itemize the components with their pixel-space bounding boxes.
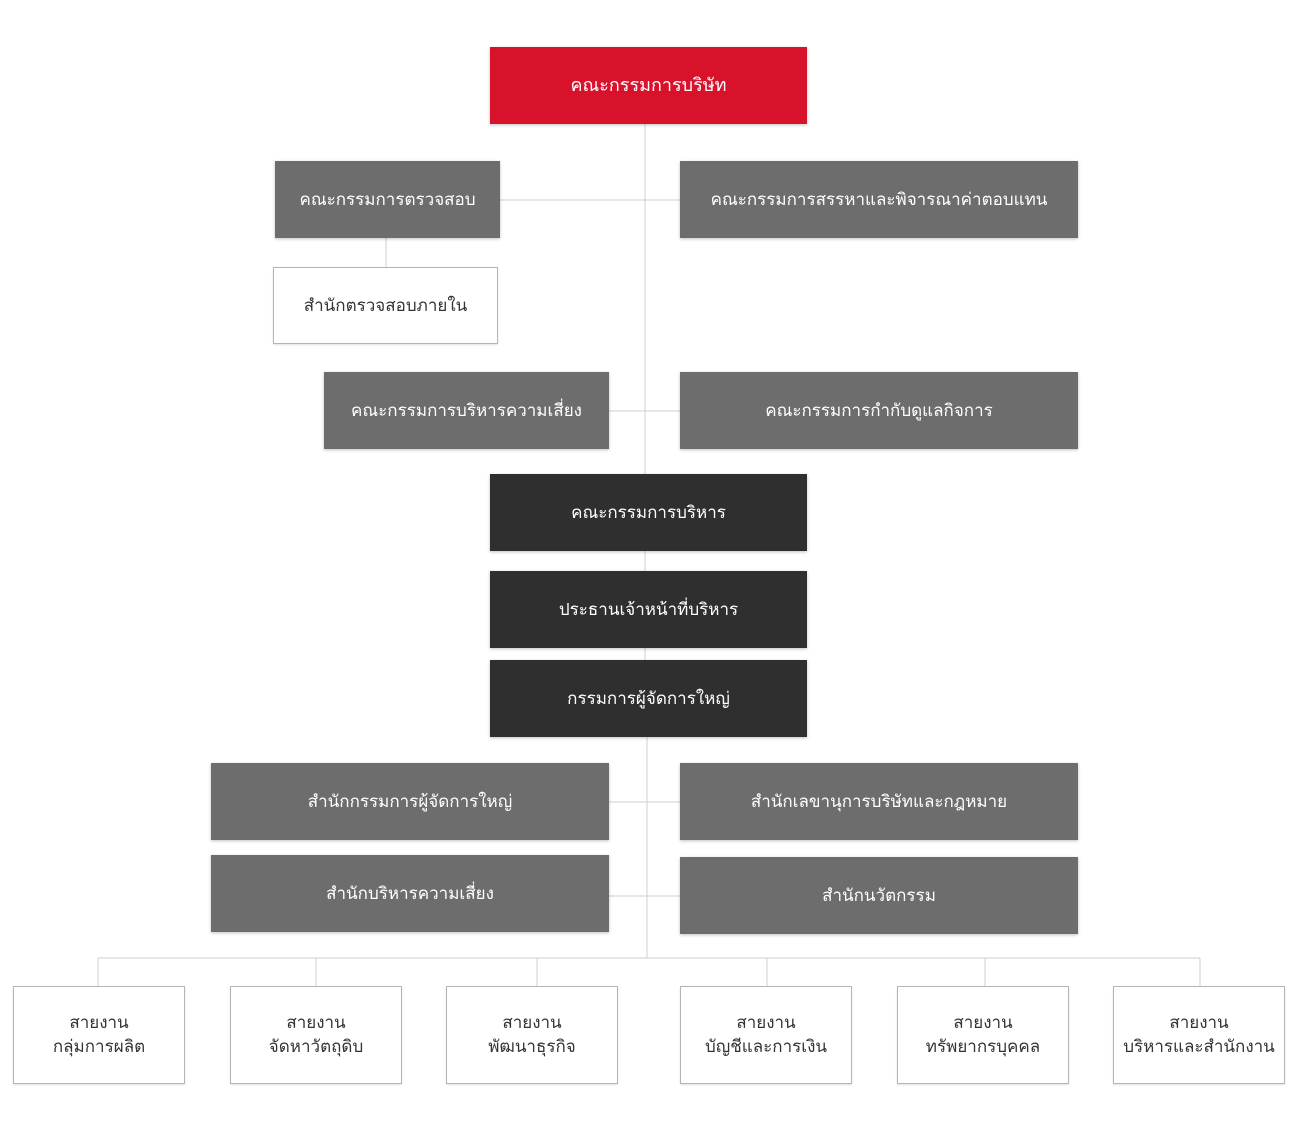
division-line2: กลุ่มการผลิต — [52, 1037, 146, 1057]
division-line1: สายงาน — [736, 1013, 796, 1033]
division-line2: ทรัพยากรบุคคล — [925, 1037, 1041, 1057]
division-box-finance: สายงานบัญชีและการเงิน — [680, 986, 852, 1084]
division-box-admin: สายงานบริหารและสำนักงาน — [1113, 986, 1285, 1084]
executive-committee-box: คณะกรรมการบริหาร — [490, 474, 807, 551]
nomination-committee-box: คณะกรรมการสรรหาและพิจารณาค่าตอบแทน — [680, 161, 1078, 238]
president-office-box: สำนักกรรมการผู้จัดการใหญ่ — [211, 763, 609, 840]
division-line2: บัญชีและการเงิน — [704, 1037, 828, 1057]
president-office-label: สำนักกรรมการผู้จัดการใหญ่ — [307, 791, 513, 812]
division-box-business-dev: สายงานพัฒนาธุรกิจ — [446, 986, 618, 1084]
division-box-hr: สายงานทรัพยากรบุคคล — [897, 986, 1069, 1084]
internal-audit-label: สำนักตรวจสอบภายใน — [303, 295, 468, 316]
governance-committee-box: คณะกรรมการกำกับดูแลกิจการ — [680, 372, 1078, 449]
board-of-directors-box: คณะกรรมการบริษัท — [490, 47, 807, 124]
innovation-office-box: สำนักนวัตกรรม — [680, 857, 1078, 934]
ceo-label: ประธานเจ้าหน้าที่บริหาร — [558, 599, 739, 620]
nomination-committee-label: คณะกรรมการสรรหาและพิจารณาค่าตอบแทน — [710, 189, 1048, 210]
division-box-procurement: สายงานจัดหาวัตถุดิบ — [230, 986, 402, 1084]
president-label: กรรมการผู้จัดการใหญ่ — [567, 688, 730, 709]
risk-office-label: สำนักบริหารความเสี่ยง — [326, 883, 494, 904]
division-line1: สายงาน — [1169, 1013, 1229, 1033]
division-line1: สายงาน — [502, 1013, 562, 1033]
board-label: คณะกรรมการบริษัท — [570, 74, 727, 96]
division-line1: สายงาน — [69, 1013, 129, 1033]
risk-committee-label: คณะกรรมการบริหารความเสี่ยง — [351, 400, 582, 421]
secretary-office-box: สำนักเลขานุการบริษัทและกฎหมาย — [680, 763, 1078, 840]
innovation-office-label: สำนักนวัตกรรม — [822, 885, 936, 906]
risk-committee-box: คณะกรรมการบริหารความเสี่ยง — [324, 372, 609, 449]
president-box: กรรมการผู้จัดการใหญ่ — [490, 660, 807, 737]
division-line1: สายงาน — [953, 1013, 1013, 1033]
executive-committee-label: คณะกรรมการบริหาร — [571, 502, 726, 523]
division-line2: บริหารและสำนักงาน — [1123, 1037, 1275, 1057]
secretary-office-label: สำนักเลขานุการบริษัทและกฎหมาย — [750, 791, 1008, 812]
audit-committee-label: คณะกรรมการตรวจสอบ — [299, 189, 476, 210]
audit-committee-box: คณะกรรมการตรวจสอบ — [275, 161, 500, 238]
risk-office-box: สำนักบริหารความเสี่ยง — [211, 855, 609, 932]
governance-committee-label: คณะกรรมการกำกับดูแลกิจการ — [765, 400, 993, 421]
division-line1: สายงาน — [286, 1013, 346, 1033]
division-line2: พัฒนาธุรกิจ — [488, 1037, 576, 1057]
division-box-production: สายงานกลุ่มการผลิต — [13, 986, 185, 1084]
ceo-box: ประธานเจ้าหน้าที่บริหาร — [490, 571, 807, 648]
internal-audit-box: สำนักตรวจสอบภายใน — [273, 267, 498, 344]
division-line2: จัดหาวัตถุดิบ — [268, 1037, 364, 1057]
